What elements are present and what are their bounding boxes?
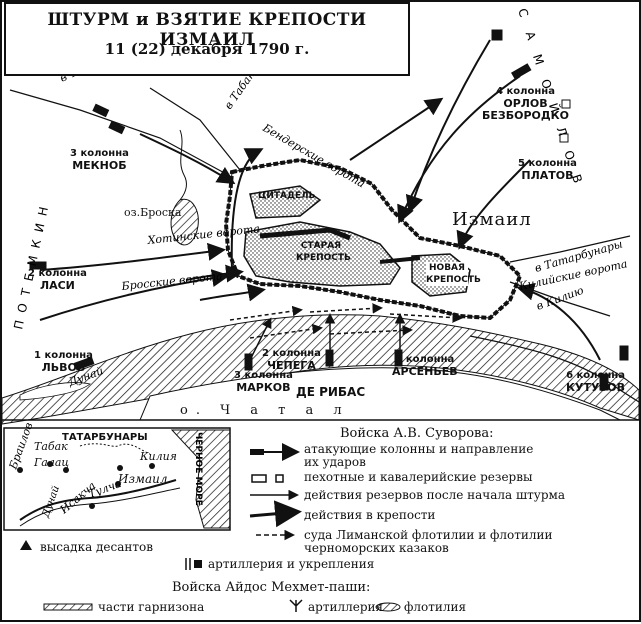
inset-black-sea: ЧЕРНОЕ МОРЕ	[193, 432, 203, 506]
legend-header-aidos: Войска Айдос Мехмет-паши:	[172, 580, 371, 595]
inset-map	[3, 427, 231, 531]
map-title: ШТУРМ и ВЗЯТИЕ КРЕПОСТИ ИЗМАИЛ	[47, 10, 367, 50]
legend-header-suvorov: Войска А.В. Суворова:	[340, 426, 494, 441]
brosk-gate-label: Бросские ворота	[120, 269, 223, 293]
inset-kiliya: Килия	[140, 450, 177, 463]
old-fortress-label: СТАРАЯ КРЕПОСТЬ	[296, 241, 351, 263]
inset-tatarbunary: ТАТАРБУНАРЫ	[62, 432, 148, 443]
legend-artillery: артиллерия	[308, 600, 384, 614]
izmail-label: Измаил	[452, 209, 532, 230]
legend-artillery-fort: артиллерия и укрепления	[208, 557, 375, 571]
map-date: 11 (22) декабря 1790 г.	[104, 40, 310, 58]
column-markers	[29, 29, 629, 391]
lake-brosko	[170, 129, 199, 246]
legend-landing: высадка десантов	[40, 540, 154, 554]
lake-brosko-label: оз.Броска	[124, 206, 182, 219]
legend-icons	[20, 443, 401, 612]
inset-galats: Галац	[34, 456, 70, 469]
de-ribas-label: ДЕ РИБАС	[296, 385, 366, 399]
inset-izmail: Измаил	[118, 472, 168, 486]
legend-garrison: части гарнизона	[98, 600, 205, 614]
inset-tabak: Табак	[34, 440, 68, 453]
attack-arrows	[39, 39, 601, 361]
citadel-label: ЦИТАДЕЛЬ	[258, 191, 316, 201]
legend-flotilla: флотилия	[404, 600, 467, 614]
danube-islet	[19, 382, 91, 401]
title-box: ШТУРМ и ВЗЯТИЕ КРЕПОСТИ ИЗМАИЛ 11 (22) д…	[4, 2, 410, 76]
chatal-island-label: о. Ч а т а л	[180, 403, 350, 418]
new-fortress-label: НОВАЯ КРЕПОСТЬ	[426, 262, 481, 286]
fortress-walls	[223, 157, 523, 321]
